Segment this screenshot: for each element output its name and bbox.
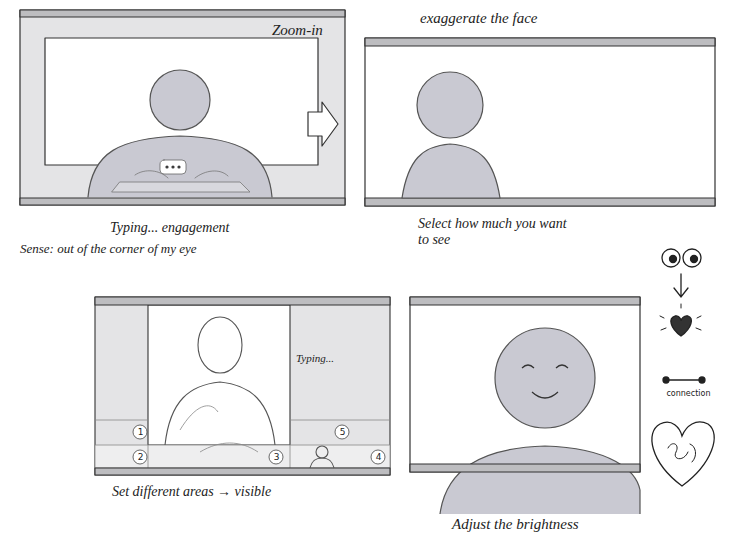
- arrow-label: Zoom-in: [272, 22, 323, 39]
- connection-line: [668, 379, 700, 380]
- callout-circle: [269, 450, 283, 464]
- callout-number: 2: [138, 452, 144, 462]
- icon-label: connection: [666, 389, 710, 398]
- person-head: [150, 70, 210, 130]
- screen-bar: [95, 297, 390, 305]
- screen-caption: Select how much you want to see: [418, 216, 568, 248]
- person-head: [417, 72, 483, 138]
- screen-typing: [20, 10, 345, 205]
- screen-frame: [365, 38, 715, 206]
- connection-dot: [699, 377, 705, 383]
- callout-circle: [133, 425, 147, 439]
- person-body: [402, 144, 500, 198]
- callout-circle: [335, 425, 349, 439]
- eye-pupil: [691, 256, 698, 263]
- connection-dot: [663, 377, 669, 383]
- typing-dot: [166, 166, 168, 168]
- screen-caption: Adjust the brightness: [452, 516, 579, 533]
- screen-frame: [95, 297, 390, 475]
- zoom-arrow: [308, 102, 338, 146]
- screen-bar: [95, 468, 390, 475]
- screen-frame: [410, 297, 640, 472]
- sparkle-lines: [660, 304, 701, 330]
- eye-icon: [683, 249, 701, 267]
- eye-icon: [662, 249, 680, 267]
- down-arrow: [674, 274, 688, 297]
- heart-icon: [671, 316, 691, 336]
- screen-areas: [95, 297, 390, 475]
- area-divider: [290, 445, 291, 468]
- keyboard: [112, 182, 250, 192]
- screen-caption: Sense: out of the corner of my eye: [20, 242, 197, 257]
- area-divider: [95, 420, 148, 421]
- screen-zoomed: [365, 38, 715, 206]
- mini-person-body: [310, 458, 334, 468]
- person-body: [440, 446, 640, 514]
- screen-caption: Set different areas → visible: [112, 484, 271, 500]
- screen-bar: [20, 198, 345, 205]
- callout-circle: [371, 450, 385, 464]
- callout-number: 1: [138, 427, 144, 437]
- smile-face: [522, 365, 568, 398]
- screen-bar: [410, 297, 640, 305]
- screen-bar: [20, 10, 345, 17]
- callout-number: 5: [340, 427, 346, 437]
- typing-label: Typing...: [296, 352, 334, 365]
- area-divider: [148, 445, 149, 468]
- emotion-icons: [652, 249, 714, 486]
- typing-dot: [178, 166, 180, 168]
- callout-circle: [133, 450, 147, 464]
- person-outline: [198, 317, 242, 373]
- person-outline: [165, 382, 275, 445]
- heart-outline: [652, 422, 714, 486]
- typing-bubble: [160, 160, 186, 174]
- screen-frame: [20, 10, 345, 205]
- screen-bar: [410, 464, 640, 472]
- area-divider: [290, 420, 390, 421]
- callout-number: 3: [274, 452, 280, 462]
- typing-dot: [172, 166, 174, 168]
- eye-pupil: [670, 256, 677, 263]
- screen-bar: [365, 38, 715, 46]
- main-area: [148, 305, 290, 445]
- screen-heading: exaggerate the face: [420, 10, 537, 27]
- mini-person-head: [316, 446, 328, 458]
- heart-scribble: [668, 444, 696, 462]
- screen-brightness: [410, 297, 640, 514]
- screen-caption: Typing... engagement: [110, 220, 230, 236]
- screen-bar: [365, 198, 715, 206]
- person-head: [495, 328, 595, 428]
- bottom-area: [95, 445, 390, 468]
- sketch-hands: [180, 406, 258, 452]
- person-body: [88, 136, 272, 197]
- callout-number: 4: [376, 452, 382, 462]
